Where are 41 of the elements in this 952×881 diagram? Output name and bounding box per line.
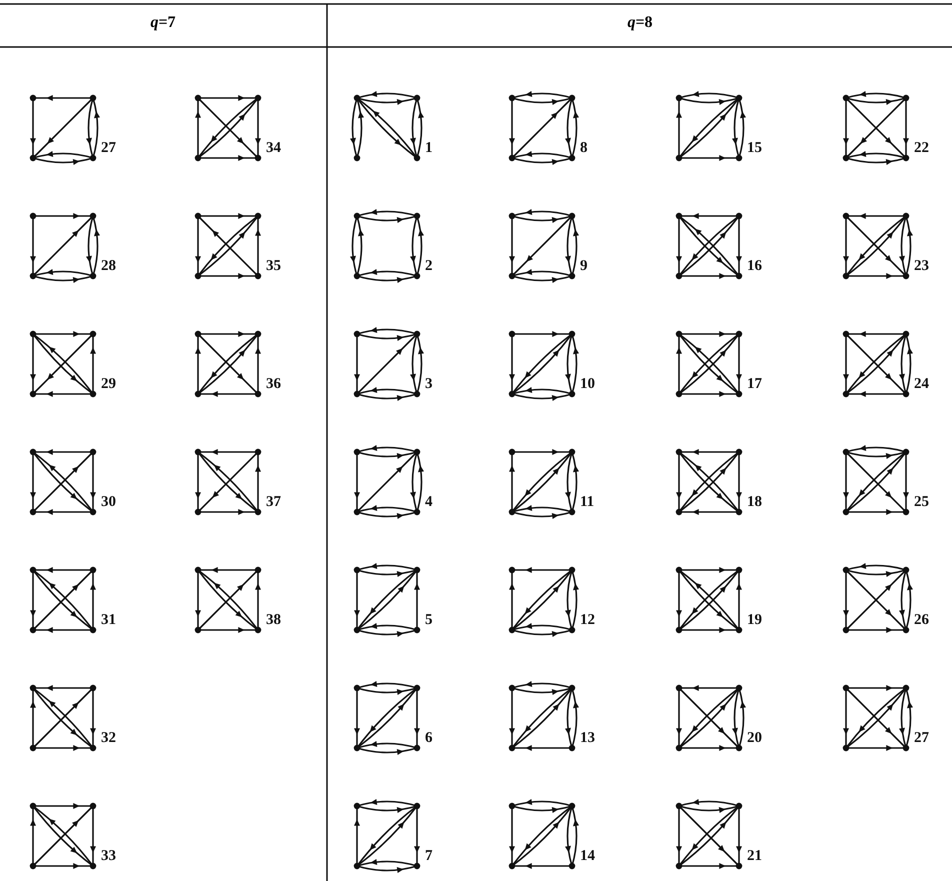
graph-number: 19 [747, 612, 762, 629]
graph-number: 27 [101, 140, 116, 157]
graph-number: 28 [101, 258, 116, 275]
graph-number: 18 [747, 494, 762, 511]
graph-number: 29 [101, 376, 116, 393]
graph-number: 25 [914, 494, 929, 511]
column-header: q=7 [150, 14, 176, 32]
graph-number: 15 [747, 140, 762, 157]
graph-number: 16 [747, 258, 762, 275]
graph-number: 34 [266, 140, 281, 157]
graph-number: 26 [914, 612, 929, 629]
graph-number: 36 [266, 376, 281, 393]
graph-number: 23 [914, 258, 929, 275]
graph-number: 21 [747, 848, 762, 865]
graph-number: 22 [914, 140, 929, 157]
graph-number: 35 [266, 258, 281, 275]
graph-number: 11 [580, 494, 594, 511]
graph-number: 2 [425, 258, 432, 275]
graph-number: 20 [747, 730, 762, 747]
graph-number: 30 [101, 494, 116, 511]
column-header: q=8 [627, 14, 653, 32]
graph-number: 14 [580, 848, 595, 865]
graph-number: 27 [914, 730, 929, 747]
graph-number: 38 [266, 612, 281, 629]
graph-number: 10 [580, 376, 595, 393]
graph-number: 4 [425, 494, 432, 511]
graph-number: 33 [101, 848, 116, 865]
graph-number: 17 [747, 376, 762, 393]
graph-number: 37 [266, 494, 281, 511]
graph-number: 3 [425, 376, 432, 393]
graph-number: 13 [580, 730, 595, 747]
graph-number: 1 [425, 140, 432, 157]
graph-number: 8 [580, 140, 588, 157]
graph-number: 32 [101, 730, 116, 747]
graph-number: 5 [425, 612, 432, 629]
graph-number: 7 [425, 848, 432, 865]
graph-number: 24 [914, 376, 929, 393]
graph-number: 9 [580, 258, 588, 275]
graph-number: 12 [580, 612, 595, 629]
graph-number: 31 [101, 612, 116, 629]
graph-number: 6 [425, 730, 432, 747]
